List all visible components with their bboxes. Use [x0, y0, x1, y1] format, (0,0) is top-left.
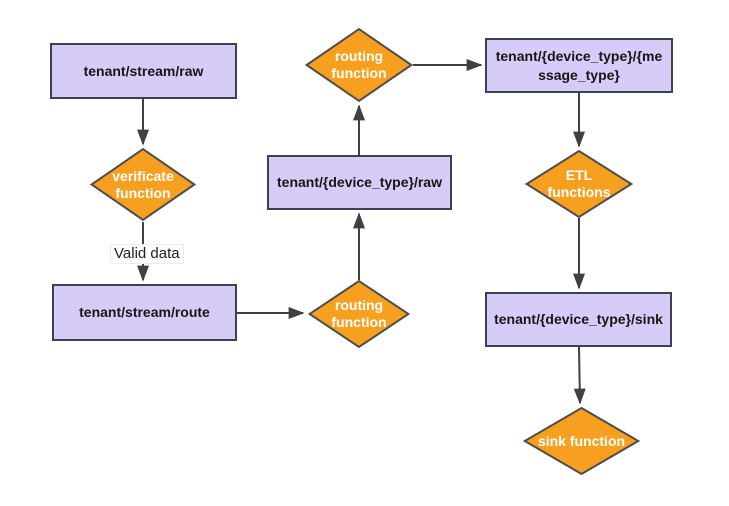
node-verificate-function: verificate function: [90, 148, 196, 221]
diamond-label: sink function: [537, 432, 626, 449]
edge-devicesink-to-sink: [573, 346, 586, 405]
diamond-label: verificate function: [112, 167, 174, 201]
diamond-label: routing function: [331, 48, 387, 81]
diamond-shape: [523, 407, 640, 475]
node-tenant-device-raw: tenant/{device_type}/raw: [267, 155, 452, 210]
node-tenant-stream-raw: tenant/stream/raw: [50, 43, 237, 99]
node-tenant-device-message-type: tenant/{device_type}/{message_type}: [485, 38, 673, 93]
node-etl-functions: ETL functions: [525, 150, 633, 218]
edge-label-valid-data: Valid data: [110, 244, 184, 264]
diamond-shape: [305, 28, 413, 102]
diamond-label: routing function: [331, 297, 387, 330]
node-tenant-device-sink: tenant/{device_type}/sink: [485, 292, 672, 347]
node-routing-function-upper: routing function: [305, 28, 413, 102]
node-sink-function: sink function: [523, 407, 640, 475]
node-routing-function-lower: routing function: [308, 280, 410, 348]
diamond-label: ETL functions: [547, 167, 611, 200]
diamond-shape: [525, 150, 633, 218]
node-tenant-stream-route: tenant/stream/route: [52, 284, 237, 341]
diamond-shape: [308, 280, 410, 348]
diamond-shape: [90, 148, 196, 221]
